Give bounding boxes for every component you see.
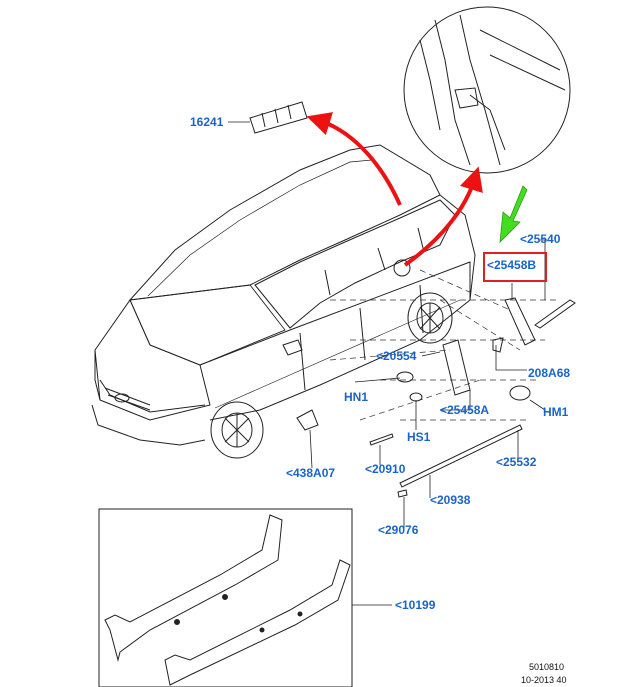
- callout-25540[interactable]: <25540: [520, 232, 561, 246]
- callout-20910[interactable]: <20910: [365, 462, 406, 476]
- callout-HM1[interactable]: HM1: [543, 405, 569, 419]
- callout-HS1[interactable]: HS1: [407, 430, 431, 444]
- highlight-box-25458B: [483, 252, 547, 282]
- callout-438A07[interactable]: <438A07: [286, 466, 336, 480]
- callout-25458A[interactable]: <25458A: [440, 403, 490, 417]
- callout-25532[interactable]: <25532: [496, 455, 537, 469]
- callout-25458B[interactable]: <25458B: [487, 258, 537, 272]
- callout-16241[interactable]: 16241: [190, 115, 224, 129]
- green-arrow: [499, 185, 528, 244]
- parts: [249, 101, 576, 498]
- leader-lines-dashed: [329, 269, 560, 421]
- detail-magnifier: [403, 6, 571, 174]
- sill-moulding: [104, 514, 351, 686]
- vehicle-illustration: [91, 144, 476, 459]
- callout-29076[interactable]: <29076: [378, 523, 419, 537]
- callout-208A68[interactable]: 208A68: [528, 366, 571, 380]
- callout-20938[interactable]: <20938: [430, 493, 471, 507]
- callout-HN1[interactable]: HN1: [344, 390, 369, 404]
- diagram-code: 5010810: [529, 662, 565, 672]
- callout-20554[interactable]: <20554: [376, 349, 417, 363]
- callout-10199[interactable]: <10199: [395, 598, 436, 612]
- red-arrows: [306, 112, 483, 267]
- diagram-date: 10-2013 40: [521, 675, 567, 685]
